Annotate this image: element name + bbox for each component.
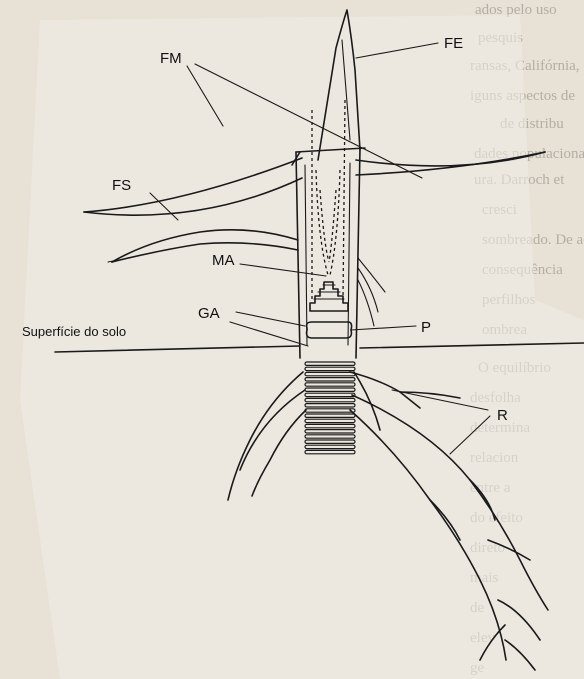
label-fe: FE: [444, 35, 463, 52]
label-ga: GA: [198, 305, 220, 322]
label-fm: FM: [160, 50, 182, 67]
label-ma: MA: [212, 252, 235, 269]
label-p: P: [421, 319, 431, 336]
label-r: R: [497, 407, 508, 424]
label-fs: FS: [112, 177, 131, 194]
label-soil-surface: Superfície do solo: [22, 324, 126, 339]
